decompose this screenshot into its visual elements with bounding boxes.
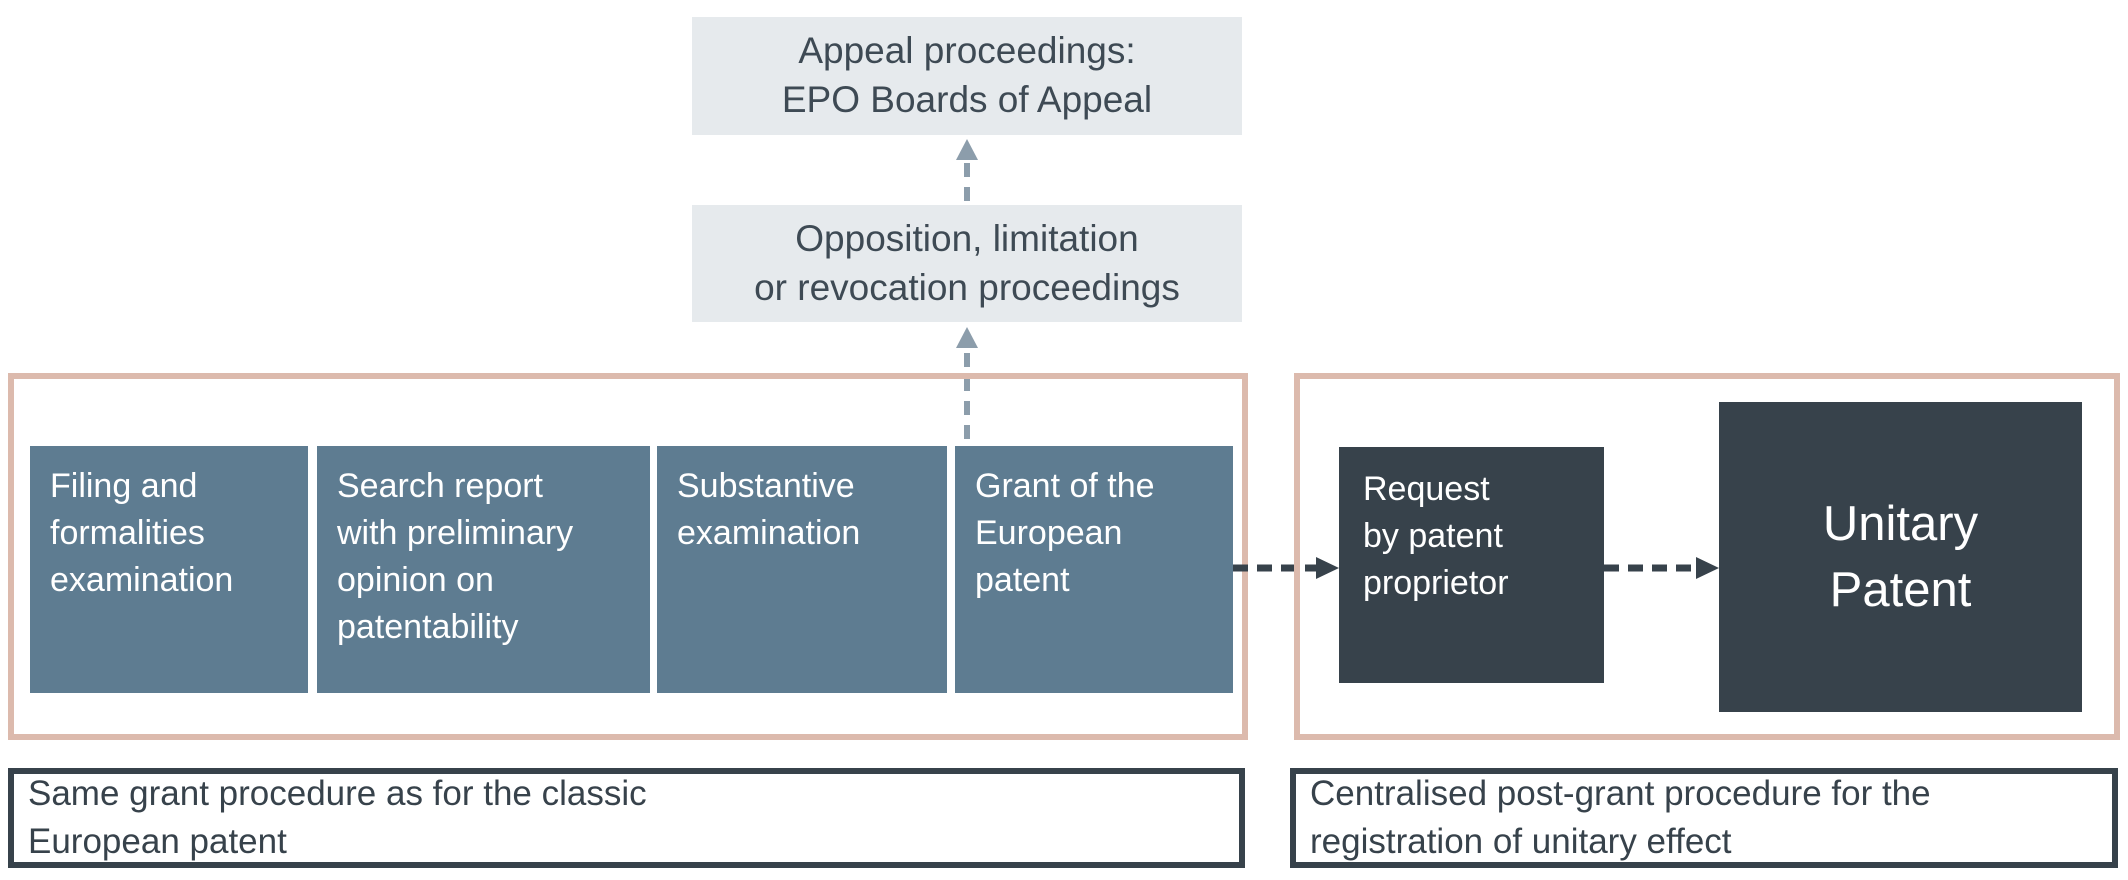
step-filing-formalities-label: Filing and formalities examination [50,467,234,599]
appeal-proceedings-box: Appeal proceedings: EPO Boards of Appeal [692,17,1242,135]
step-unitary-patent: Unitary Patent [1719,402,2082,712]
unitary-procedure-caption-box: Centralised post-grant procedure for the… [1290,768,2118,868]
step-search-report: Search report with preliminary opinion o… [317,446,650,693]
step-request-by-proprietor: Request by patent proprietor [1339,447,1604,683]
opposition-proceedings-label: Opposition, limitation or revocation pro… [754,217,1180,308]
step-search-report-label: Search report with preliminary opinion o… [337,467,574,646]
arrow-right-request-to-unitary-icon [1604,557,1719,579]
unitary-patent-group [1294,373,2120,740]
grant-procedure-caption: Same grant procedure as for the classic … [28,774,647,861]
unitary-procedure-caption: Centralised post-grant procedure for the… [1310,774,1931,861]
grant-procedure-caption-box: Same grant procedure as for the classic … [8,768,1245,868]
step-substantive-examination-label: Substantive examination [677,467,861,552]
appeal-proceedings-label: Appeal proceedings: EPO Boards of Appeal [781,30,1153,120]
opposition-proceedings-box: Opposition, limitation or revocation pro… [692,205,1242,322]
arrow-up-grant-to-opposition-icon [956,327,978,439]
grant-procedure-group [8,373,1248,740]
arrow-right-grant-to-request-icon [1233,557,1339,579]
step-unitary-patent-label: Unitary Patent [1822,496,1979,617]
step-request-by-proprietor-label: Request by patent proprietor [1363,470,1509,602]
step-filing-formalities: Filing and formalities examination [30,446,308,693]
arrow-up-opposition-to-appeal-icon [956,139,978,201]
step-grant-european-patent-label: Grant of the European patent [975,467,1155,599]
step-substantive-examination: Substantive examination [657,446,947,693]
step-grant-european-patent: Grant of the European patent [955,446,1233,693]
